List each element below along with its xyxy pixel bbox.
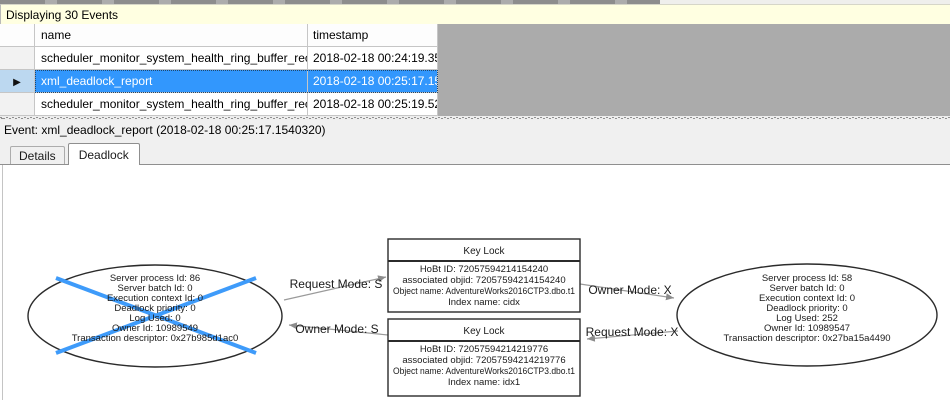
grid-header-row: name timestamp <box>0 24 438 47</box>
process-node-victim: Server process Id: 86 Server batch Id: 0… <box>27 264 283 368</box>
edge-label-request-x: Request Mode: X <box>586 325 679 339</box>
resource-text: Index name: cidx <box>448 297 520 308</box>
toolbar-edge-segments <box>0 0 660 4</box>
process-text: Owner Id: 10989549 <box>112 323 198 334</box>
grid-corner-cell[interactable] <box>0 24 35 47</box>
process-text: Owner Id: 10989547 <box>764 323 850 334</box>
pane-left-border <box>2 165 3 400</box>
process-text: Transaction descriptor: 0x27b985d1ac0 <box>72 333 239 344</box>
process-text: Server process Id: 58 <box>762 273 852 284</box>
pane-splitter[interactable] <box>0 116 950 120</box>
process-ellipse <box>676 263 938 367</box>
cell-timestamp[interactable]: 2018-02-18 00:24:19.3516078 <box>308 47 438 70</box>
events-grid-table: name timestamp scheduler_monitor_system_… <box>0 24 438 116</box>
process-text: Log Used: 0 <box>129 313 180 324</box>
resource-title: Key Lock <box>463 326 505 337</box>
process-text: Execution context Id: 0 <box>107 293 203 304</box>
resource-text: associated objid: 72057594214154240 <box>402 275 565 286</box>
table-row-selected[interactable]: ▶ xml_deadlock_report 2018-02-18 00:25:1… <box>0 70 438 93</box>
cell-timestamp[interactable]: 2018-02-18 00:25:19.5276859 <box>308 93 438 116</box>
process-text: Deadlock priority: 0 <box>766 303 847 314</box>
event-title-bar: Event: xml_deadlock_report (2018-02-18 0… <box>0 120 950 141</box>
edge-label-request-s: Request Mode: S <box>290 277 383 291</box>
tab-deadlock[interactable]: Deadlock <box>67 143 140 165</box>
resource-node-bottom: Key Lock HoBt ID: 72057594214219776 asso… <box>387 318 581 397</box>
cell-name[interactable]: scheduler_monitor_system_health_ring_buf… <box>35 47 308 70</box>
column-header-timestamp[interactable]: timestamp <box>308 24 438 47</box>
edge-labels: Request Mode: S Owner Mode: S Owner Mode… <box>290 277 679 339</box>
victim-cross-icon <box>55 276 257 355</box>
cell-name[interactable]: scheduler_monitor_system_health_ring_buf… <box>35 93 308 116</box>
process-text: Server batch Id: 0 <box>118 283 193 294</box>
resource-box <box>387 238 581 313</box>
tab-details[interactable]: Details <box>10 146 65 164</box>
resource-text: Object name: AdventureWorks2016CTP3.dbo.… <box>393 286 575 297</box>
resource-box <box>387 318 581 397</box>
process-text: Transaction descriptor: 0x27ba15a4490 <box>723 333 890 344</box>
deadlock-pane: Server process Id: 86 Server batch Id: 0… <box>0 164 950 400</box>
events-grid: name timestamp scheduler_monitor_system_… <box>0 24 950 116</box>
deadlock-graph: Server process Id: 86 Server batch Id: 0… <box>27 238 938 397</box>
resource-text: Index name: idx1 <box>448 377 520 388</box>
resource-text: HoBt ID: 72057594214154240 <box>420 264 548 275</box>
column-header-name[interactable]: name <box>35 24 308 47</box>
process-text: Log Used: 252 <box>776 313 838 324</box>
resource-title: Key Lock <box>463 246 505 257</box>
process-text: Server process Id: 86 <box>110 273 200 284</box>
table-row[interactable]: scheduler_monitor_system_health_ring_buf… <box>0 93 438 116</box>
row-selector[interactable] <box>0 93 35 116</box>
current-row-arrow-icon: ▶ <box>13 77 21 88</box>
edge-label-owner-x: Owner Mode: X <box>588 283 671 297</box>
row-selector: ▶ <box>0 70 35 93</box>
graph-edges <box>283 275 679 342</box>
cell-name[interactable]: xml_deadlock_report <box>35 70 308 93</box>
process-text: Server batch Id: 0 <box>770 283 845 294</box>
events-count-bar: Displaying 30 Events <box>0 4 950 24</box>
resource-text: associated objid: 72057594214219776 <box>402 355 565 366</box>
process-text: Deadlock priority: 0 <box>114 303 195 314</box>
edge-request-x <box>586 330 679 342</box>
process-text: Execution context Id: 0 <box>759 293 855 304</box>
resource-text: Object name: AdventureWorks2016CTP3.dbo.… <box>393 366 575 377</box>
edge-request-s <box>283 275 387 301</box>
resource-node-top: Key Lock HoBt ID: 72057594214154240 asso… <box>387 238 581 313</box>
cell-timestamp[interactable]: 2018-02-18 00:25:17.1540320 <box>308 70 438 93</box>
edge-owner-s <box>288 322 389 336</box>
detail-tabs: Details Deadlock <box>0 141 950 165</box>
edge-owner-x <box>579 283 675 301</box>
row-selector[interactable] <box>0 47 35 70</box>
toolbar-edge-strip <box>0 0 950 4</box>
edge-label-owner-s: Owner Mode: S <box>295 322 378 336</box>
process-node: Server process Id: 58 Server batch Id: 0… <box>676 263 938 367</box>
resource-text: HoBt ID: 72057594214219776 <box>420 344 548 355</box>
table-row[interactable]: scheduler_monitor_system_health_ring_buf… <box>0 47 438 70</box>
